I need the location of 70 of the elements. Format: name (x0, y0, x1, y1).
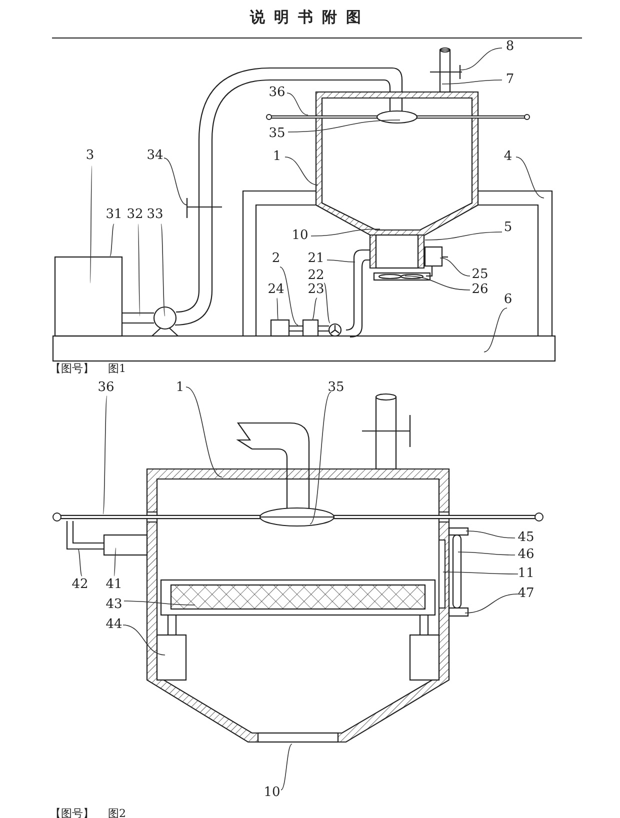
callout-number: 3 (86, 149, 94, 163)
leader-line (288, 120, 400, 132)
callout-number: 45 (518, 531, 534, 545)
leader-line (110, 224, 114, 256)
callout-number: 33 (146, 208, 164, 222)
callout-number: 36 (268, 86, 286, 100)
leader-line (280, 744, 292, 790)
figure-caption: 图1 (108, 361, 126, 376)
leader-line (78, 548, 82, 576)
leader-line (310, 392, 332, 524)
callout-number: 46 (518, 548, 534, 562)
leader-line (464, 594, 518, 614)
callout-number: 35 (328, 381, 344, 395)
callout-number: 24 (268, 283, 284, 297)
callout-number: 35 (268, 127, 286, 141)
leader-line (442, 80, 502, 84)
leader-line (440, 258, 470, 276)
callout-number: 25 (472, 268, 488, 282)
leader-line (114, 548, 116, 576)
callout-number: 2 (272, 252, 280, 266)
leader-line (466, 530, 516, 538)
callout-number: 44 (106, 618, 122, 632)
callout-number: 42 (72, 578, 88, 592)
leader-line (276, 298, 278, 320)
leader-line (280, 266, 298, 326)
leader-line (186, 386, 222, 478)
leader-line (404, 276, 470, 290)
callout-number: 43 (106, 598, 122, 612)
callout-number: 8 (506, 40, 514, 54)
leader-line (424, 232, 502, 240)
callout-number: 10 (292, 229, 308, 243)
leader-line (90, 166, 92, 284)
leader-line (102, 396, 108, 514)
leader-line (284, 156, 318, 186)
leader-line (484, 308, 508, 352)
leader-line (460, 48, 502, 70)
callout-number: 4 (504, 150, 512, 164)
caption-tag: 【图号】 (50, 361, 94, 376)
leader-line (310, 228, 380, 236)
callout-number: 36 (98, 381, 114, 395)
callout-number: 32 (126, 208, 144, 222)
callout-number: 1 (176, 381, 184, 395)
figure-caption: 图2 (108, 806, 126, 818)
callout-number: 41 (106, 578, 122, 592)
leader-line (458, 552, 516, 556)
callout-number: 1 (272, 150, 282, 164)
callout-number: 47 (518, 587, 534, 601)
leader-line (164, 158, 188, 206)
callout-number: 22 (308, 269, 324, 283)
callout-number: 5 (504, 221, 512, 235)
callout-number: 34 (146, 149, 164, 163)
callout-number: 6 (504, 293, 512, 307)
leader-line (516, 156, 544, 198)
leader-line (442, 572, 518, 574)
callout-number: 23 (308, 283, 324, 297)
page-title: 说明书附图 (250, 8, 370, 27)
callout-number: 7 (506, 73, 514, 87)
callout-number: 31 (106, 208, 122, 222)
leader-line (326, 260, 356, 262)
leader-line (122, 624, 166, 656)
callout-number: 21 (308, 252, 324, 266)
leader-line (286, 92, 308, 116)
callout-number: 10 (264, 786, 280, 800)
leader-line (324, 282, 330, 324)
leader-line (312, 298, 318, 320)
leader-line (124, 600, 196, 606)
callout-number: 26 (472, 283, 488, 297)
callout-number: 11 (518, 567, 534, 581)
leader-line (138, 224, 140, 316)
leader-line (160, 224, 166, 316)
